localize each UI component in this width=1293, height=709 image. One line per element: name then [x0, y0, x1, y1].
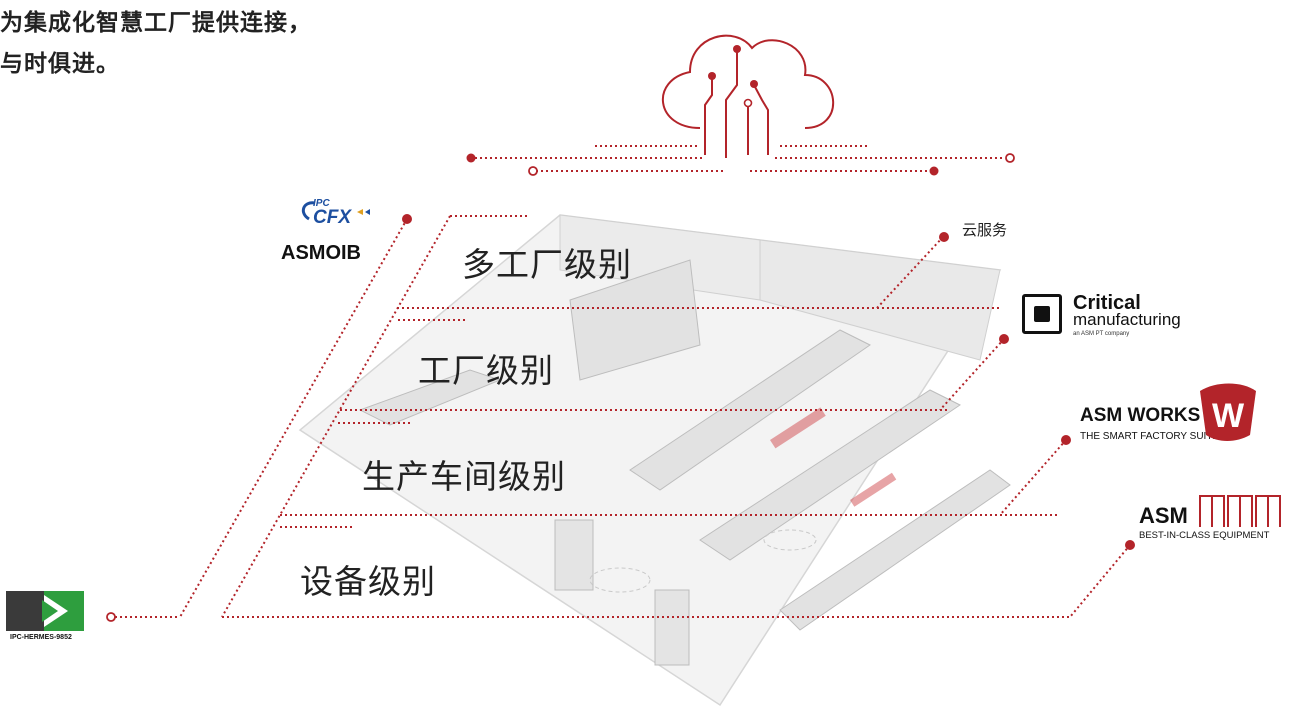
asm-works-w-icon: W [1200, 383, 1256, 441]
factory-floor-illustration [298, 214, 1011, 707]
ipc-cfx-logo: IPC CFX [295, 195, 375, 233]
cloud-service-label: 云服务 [962, 221, 1008, 239]
svg-text:CFX: CFX [313, 207, 352, 228]
asm-equipment-title: ASM [1139, 503, 1188, 528]
headline-line2: 与时俱进。 [0, 51, 120, 77]
headline-line1: 为集成化智慧工厂提供连接， [0, 10, 312, 36]
asm-works-tagline: THE SMART FACTORY SUITE [1080, 431, 1220, 442]
ipc-hermes-logo: IPC-HERMES-9852 [6, 591, 86, 643]
critical-title: Critical [1073, 292, 1141, 314]
level-shop-floor: 生产车间级别 [362, 457, 566, 496]
level-multi-factory: 多工厂级别 [462, 245, 632, 284]
critical-tagline: an ASM PT company [1073, 331, 1130, 337]
asm-equipment-tagline: BEST-IN-CLASS EQUIPMENT [1139, 530, 1270, 541]
cloud-icon [662, 34, 835, 158]
svg-text:W: W [1212, 397, 1245, 435]
ipc-hermes-mark [6, 591, 84, 631]
asm-equipment-mark [1199, 495, 1281, 527]
level-equipment: 设备级别 [300, 562, 436, 601]
critical-manufacturing-icon [1022, 294, 1062, 334]
svg-text:IPC: IPC [313, 198, 330, 209]
asmoib-logo: ASMOIB [281, 242, 361, 264]
asm-works-title: ASM WORKS [1080, 405, 1201, 426]
level-factory: 工厂级别 [418, 351, 554, 390]
critical-subtitle: manufacturing [1073, 310, 1181, 329]
ipc-cfx-logo-mark: IPC CFX [301, 198, 370, 228]
ipc-hermes-label: IPC-HERMES-9852 [10, 634, 72, 641]
